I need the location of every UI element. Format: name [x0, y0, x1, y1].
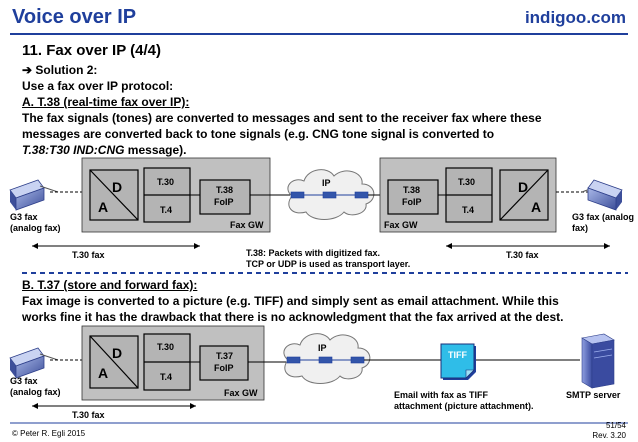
- right-da-d-label: D: [518, 179, 529, 195]
- b-da-d-label: D: [112, 345, 123, 361]
- b-fax-gateway: [81, 325, 265, 401]
- ip-cloud-a-label: IP: [322, 178, 331, 188]
- revision: Rev. 3.20: [592, 431, 626, 440]
- tiff-file-icon: [440, 343, 476, 380]
- right-da-a-label: A: [531, 199, 542, 215]
- left-span-label: T.30 fax: [72, 250, 105, 260]
- b-foip-label: FoIP: [214, 363, 234, 373]
- left-foip-label: FoIP: [214, 197, 234, 207]
- part-b-text-2: works fine it has the drawback that ther…: [22, 310, 564, 324]
- header-divider: [10, 33, 628, 35]
- left-fax-label: G3 fax (analog fax): [10, 212, 61, 233]
- part-a-text-3: T.38:T30 IND:CNG message).: [22, 143, 187, 158]
- section-heading: 11. Fax over IP (4/4): [22, 42, 161, 59]
- part-a-text-1: The fax signals (tones) are converted to…: [22, 111, 542, 125]
- part-a-text-3-rest: message).: [124, 143, 187, 157]
- copyright: © Peter R. Egli 2015: [12, 429, 86, 438]
- t38-message-name: T.38:T30 IND:CNG: [22, 143, 125, 157]
- tiff-label: TIFF: [448, 350, 467, 360]
- b-span-label: T.30 fax: [72, 410, 105, 420]
- left-da-d-label: D: [112, 179, 123, 195]
- solution-line: ➔ Solution 2:: [22, 63, 97, 78]
- left-t30-label: T.30: [157, 177, 175, 187]
- right-foip-label: FoIP: [402, 197, 422, 207]
- center-note-1: T.38: Packets with digitized fax.: [246, 248, 381, 258]
- right-fax-gateway: [379, 157, 557, 233]
- center-note-2: TCP or UDP is used as transport layer.: [246, 259, 411, 269]
- ip-cloud-b: [283, 333, 371, 384]
- right-t4-label: T.4: [462, 205, 475, 215]
- brand-logo-text: indigoo.com: [524, 8, 626, 27]
- left-gw-label: Fax GW: [230, 220, 264, 230]
- part-a-heading: A. T.38 (real-time fax over IP):: [22, 95, 190, 109]
- arrow-icon: ➔: [22, 63, 33, 77]
- b-gw-label: Fax GW: [224, 388, 258, 398]
- ip-cloud-a: [287, 169, 375, 220]
- right-t30-label: T.30: [458, 177, 476, 187]
- right-t38-label: T.38: [403, 185, 421, 195]
- solution-text: Use a fax over IP protocol:: [22, 79, 174, 93]
- left-t38-label: T.38: [216, 185, 234, 195]
- email-note-2: attachment (picture attachment).: [394, 401, 534, 411]
- page-number: 51/54: [605, 421, 626, 430]
- b-da-a-label: A: [98, 365, 109, 381]
- right-fax-label: G3 fax (analog fax): [572, 212, 635, 233]
- right-span-arrow: [446, 243, 610, 249]
- part-b-heading: B. T.37 (store and forward fax):: [22, 278, 198, 292]
- right-gw-label: Fax GW: [384, 220, 418, 230]
- left-da-a-label: A: [98, 199, 109, 215]
- ip-cloud-b-label: IP: [318, 343, 327, 353]
- right-span-label: T.30 fax: [506, 250, 539, 260]
- b-t30-label: T.30: [157, 342, 175, 352]
- b-t37-label: T.37: [216, 351, 234, 361]
- b-span-arrow: [32, 403, 196, 409]
- left-fax-gateway: [81, 157, 271, 233]
- smtp-server-label: SMTP server: [566, 390, 621, 400]
- smtp-server-icon: [581, 333, 615, 389]
- part-b-text-1: Fax image is converted to a picture (e.g…: [22, 294, 559, 308]
- right-fax-icon: [581, 179, 623, 211]
- email-note-1: Email with fax as TIFF: [394, 390, 489, 400]
- b-t4-label: T.4: [160, 372, 173, 382]
- b-fax-label: G3 fax (analog fax): [10, 376, 61, 397]
- page-title: Voice over IP: [12, 6, 137, 28]
- left-t4-label: T.4: [160, 205, 173, 215]
- left-span-arrow: [32, 243, 200, 249]
- solution-label: Solution 2:: [35, 63, 98, 77]
- part-a-text-2: messages are converted back to tone sign…: [22, 127, 495, 141]
- left-fax-icon: [9, 179, 59, 211]
- b-fax-icon: [9, 347, 59, 379]
